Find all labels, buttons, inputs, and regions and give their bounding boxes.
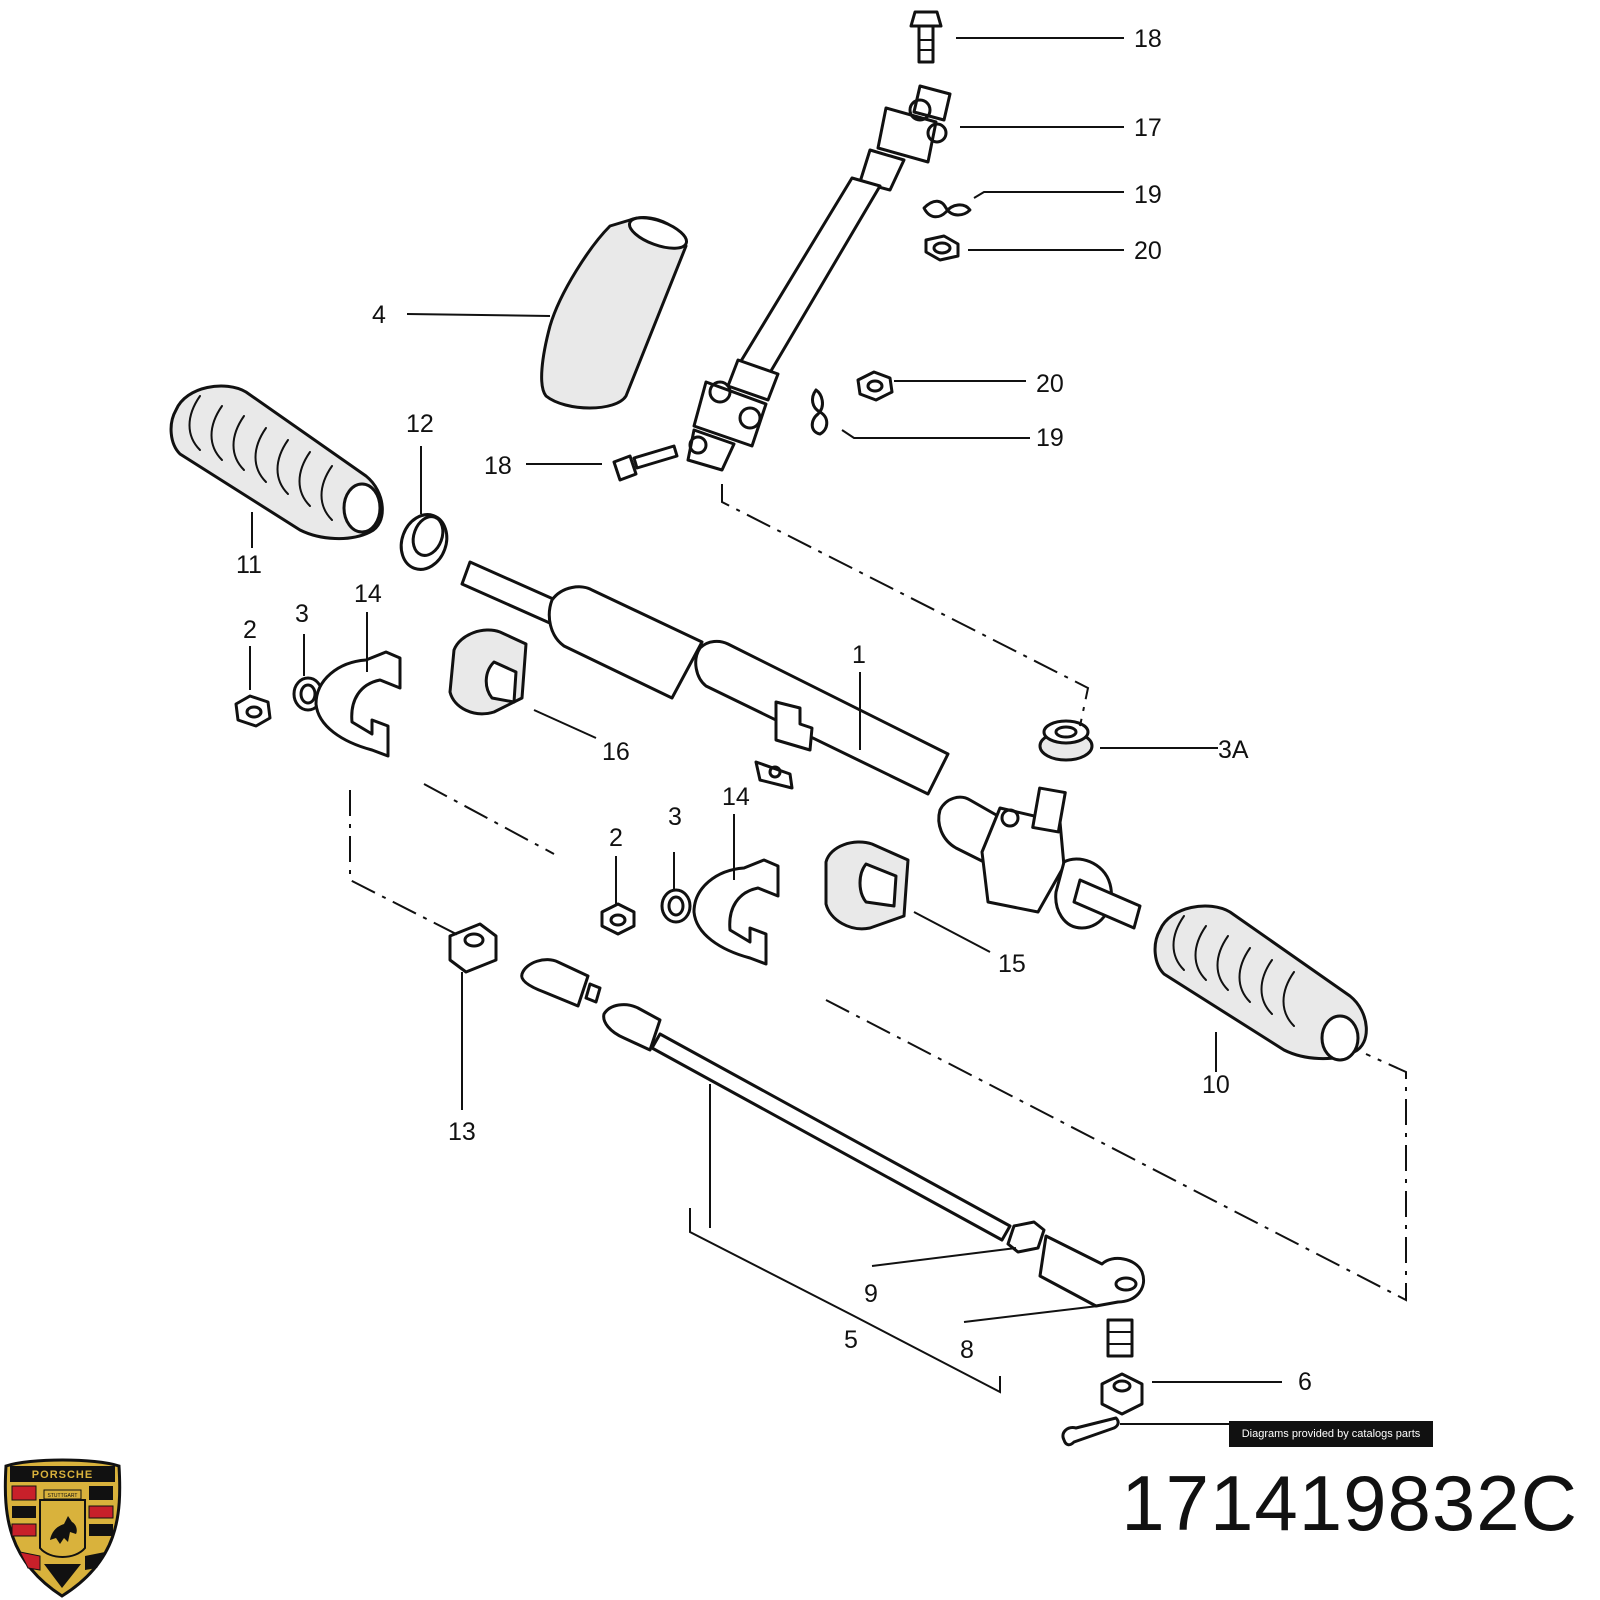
grommet-part-3a <box>1038 719 1094 762</box>
callout-3: 3 <box>295 600 309 628</box>
diagram-credit-badge: Diagrams provided by catalogs parts <box>1229 1421 1433 1447</box>
clamp-part-12 <box>399 513 449 571</box>
callout-16: 16 <box>602 738 630 766</box>
spacer-part-13 <box>448 922 498 974</box>
callout-10: 10 <box>1202 1071 1230 1099</box>
callout-14: 14 <box>722 783 750 811</box>
callout-labels: 18 17 19 20 4 20 19 12 18 11 2 3 14 1 16… <box>236 25 1312 1396</box>
steering-shaft-part-17 <box>686 84 952 472</box>
steering-rack-part-1 <box>460 560 1142 930</box>
washer-part-3-mid <box>660 888 692 924</box>
bellows-part-10 <box>1153 904 1368 1062</box>
part-number: 171419832C <box>1121 1459 1578 1547</box>
callout-17: 17 <box>1134 114 1162 142</box>
callout-3: 3 <box>668 803 682 831</box>
callout-9: 9 <box>864 1280 878 1308</box>
callout-5: 5 <box>844 1326 858 1354</box>
tie-rod-end-part-8 <box>1038 1234 1145 1358</box>
callout-20: 20 <box>1036 370 1064 398</box>
logo-city: STUTTGART <box>48 1493 78 1499</box>
hex-nut-part-2-mid <box>600 902 636 936</box>
callout-14: 14 <box>354 580 382 608</box>
bolt-part-18-top <box>909 10 943 64</box>
boot-part-4 <box>540 216 688 410</box>
hex-nut-part-2-left <box>234 694 272 728</box>
bracket-part-14-mid <box>692 858 780 966</box>
horse-icon <box>50 1516 77 1544</box>
castle-nut-part-6 <box>1100 1372 1144 1416</box>
tie-rod-part-5 <box>520 958 1012 1242</box>
callout-2: 2 <box>609 824 623 852</box>
callout-19: 19 <box>1134 181 1162 209</box>
clip-part-19-top <box>922 199 972 219</box>
callout-6: 6 <box>1298 1368 1312 1396</box>
cotter-pin-part-7 <box>1061 1416 1120 1447</box>
bellows-part-11 <box>169 384 384 541</box>
callout-20: 20 <box>1134 237 1162 265</box>
callout-12: 12 <box>406 410 434 438</box>
callout-1: 1 <box>852 641 866 669</box>
clip-part-19-mid <box>810 388 829 436</box>
callout-18: 18 <box>1134 25 1162 53</box>
callout-8: 8 <box>960 1336 974 1364</box>
logo-wordmark: PORSCHE <box>32 1469 93 1481</box>
lock-nut-part-9 <box>1006 1220 1046 1254</box>
bracket-part-14-left <box>314 650 402 758</box>
callout-4: 4 <box>372 301 386 329</box>
hex-nut-part-20-top <box>924 234 960 262</box>
callout-19: 19 <box>1036 424 1064 452</box>
hex-nut-part-20-mid <box>856 370 894 402</box>
mounting-part-16 <box>448 628 528 716</box>
porsche-crest-logo: PORSCHE STUTTGART <box>3 1458 122 1598</box>
callout-2: 2 <box>243 616 257 644</box>
assembly-lines <box>349 484 1407 1302</box>
callout-13: 13 <box>448 1118 476 1146</box>
leader-lines <box>249 37 1282 1425</box>
callout-11: 11 <box>236 551 262 579</box>
callout-3a: 3A <box>1218 736 1249 764</box>
bolt-part-18-mid <box>612 444 679 482</box>
mounting-part-15 <box>824 840 910 931</box>
callout-18: 18 <box>484 452 512 480</box>
callout-15: 15 <box>998 950 1026 978</box>
